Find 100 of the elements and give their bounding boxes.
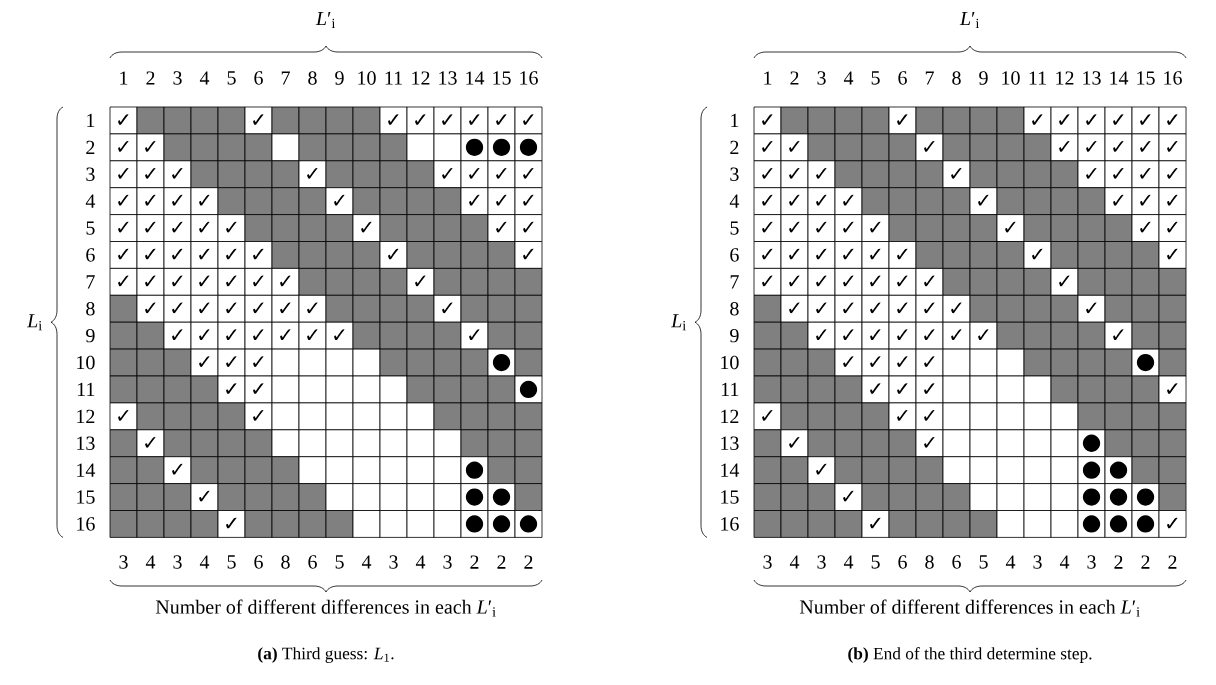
- count-number: 6: [898, 555, 907, 569]
- count-number: 2: [497, 555, 506, 569]
- column-number: 3: [173, 71, 182, 85]
- check-mark: ✓: [816, 463, 827, 475]
- column-number: 8: [308, 71, 317, 85]
- row-number: 3: [86, 167, 95, 181]
- check-mark: ✓: [199, 248, 210, 260]
- check-mark: ✓: [897, 275, 908, 287]
- check-mark: ✓: [199, 275, 210, 287]
- check-mark: ✓: [1032, 248, 1043, 260]
- check-mark: ✓: [145, 248, 156, 260]
- check-mark: ✓: [226, 329, 237, 341]
- dot-mark: ●: [1109, 461, 1128, 479]
- count-number: 2: [1168, 555, 1177, 569]
- axis-label: L$_{i}$: [670, 314, 686, 331]
- dot-mark: ●: [1109, 488, 1128, 506]
- check-mark: ✓: [199, 490, 210, 502]
- check-mark: ✓: [118, 194, 129, 206]
- check-mark: ✓: [496, 167, 507, 179]
- dot-mark: ●: [492, 488, 511, 506]
- row-number: 16: [721, 517, 739, 531]
- count-number: 4: [843, 555, 854, 569]
- check-mark: ✓: [843, 221, 854, 233]
- check-mark: ✓: [334, 194, 345, 206]
- check-mark: ✓: [789, 141, 800, 152]
- dot-mark: ●: [519, 138, 538, 156]
- check-mark: ✓: [253, 248, 264, 260]
- check-mark: ✓: [870, 248, 881, 260]
- check-mark: ✓: [523, 114, 534, 125]
- check-mark: ✓: [253, 356, 264, 367]
- column-number: 10: [358, 71, 376, 85]
- check-mark: ✓: [226, 383, 237, 394]
- row-number: 6: [730, 248, 739, 262]
- check-mark: ✓: [118, 248, 129, 260]
- column-number: 5: [227, 71, 236, 85]
- count-number: 3: [1033, 555, 1042, 569]
- count-number: 8: [925, 555, 934, 569]
- check-mark: ✓: [843, 329, 854, 341]
- row-number: 6: [86, 248, 95, 262]
- column-number: 6: [254, 71, 263, 85]
- count-number: 3: [173, 555, 182, 569]
- row-number: 11: [721, 382, 739, 397]
- check-mark: ✓: [1140, 114, 1151, 125]
- check-mark: ✓: [469, 329, 480, 341]
- check-mark: ✓: [816, 275, 827, 287]
- check-mark: ✓: [118, 114, 129, 125]
- check-mark: ✓: [816, 194, 827, 206]
- check-mark: ✓: [924, 302, 935, 314]
- dot-mark: ●: [1082, 461, 1101, 479]
- row-number: 14: [77, 463, 96, 477]
- check-mark: ✓: [870, 275, 881, 287]
- check-mark: ✓: [1086, 114, 1097, 125]
- column-number: 1: [120, 71, 128, 85]
- dot-mark: ●: [465, 461, 484, 479]
- dot-mark: ●: [1136, 488, 1155, 506]
- check-mark: ✓: [816, 248, 827, 260]
- check-mark: ✓: [253, 410, 264, 421]
- check-mark: ✓: [762, 248, 773, 260]
- check-mark: ✓: [496, 221, 507, 233]
- row-number: 15: [721, 490, 739, 504]
- check-mark: ✓: [816, 302, 827, 314]
- subcaption: (b) End of the third determine step.: [848, 647, 1092, 663]
- column-number: 14: [1110, 71, 1129, 85]
- count-number: 2: [524, 555, 533, 569]
- check-mark: ✓: [762, 194, 773, 206]
- check-mark: ✓: [870, 329, 881, 341]
- check-mark: ✓: [924, 141, 935, 152]
- row-number: 13: [77, 436, 95, 450]
- check-mark: ✓: [924, 356, 935, 367]
- row-number: 4: [85, 194, 96, 208]
- count-number: 4: [1059, 555, 1070, 569]
- count-number: 6: [308, 555, 317, 569]
- check-mark: ✓: [172, 302, 183, 314]
- count-number: 6: [254, 555, 263, 569]
- check-mark: ✓: [118, 275, 129, 287]
- axis-label: Number of different differences in each L′$_{i}$: [799, 599, 1140, 617]
- check-mark: ✓: [897, 329, 908, 341]
- axis-label: L′$_{i}$: [959, 12, 980, 28]
- check-mark: ✓: [307, 302, 318, 314]
- check-mark: ✓: [226, 302, 237, 314]
- check-mark: ✓: [951, 167, 962, 179]
- check-mark: ✓: [1086, 167, 1097, 179]
- column-number: 2: [790, 71, 799, 85]
- check-mark: ✓: [1059, 141, 1070, 152]
- count-number: 5: [227, 555, 236, 569]
- row-number: 2: [86, 140, 95, 154]
- check-mark: ✓: [789, 248, 800, 260]
- dot-mark: ●: [492, 138, 511, 156]
- check-mark: ✓: [870, 356, 881, 367]
- row-number: 12: [77, 409, 95, 423]
- count-number: 3: [763, 555, 772, 569]
- check-mark: ✓: [924, 329, 935, 341]
- dot-mark: ●: [1136, 515, 1155, 533]
- column-number: 7: [925, 71, 934, 85]
- check-mark: ✓: [1113, 329, 1124, 341]
- check-mark: ✓: [1167, 221, 1178, 233]
- column-number: 11: [1029, 71, 1046, 85]
- check-mark: ✓: [523, 167, 534, 179]
- column-number: 13: [1083, 71, 1101, 85]
- count-number: 5: [335, 555, 344, 569]
